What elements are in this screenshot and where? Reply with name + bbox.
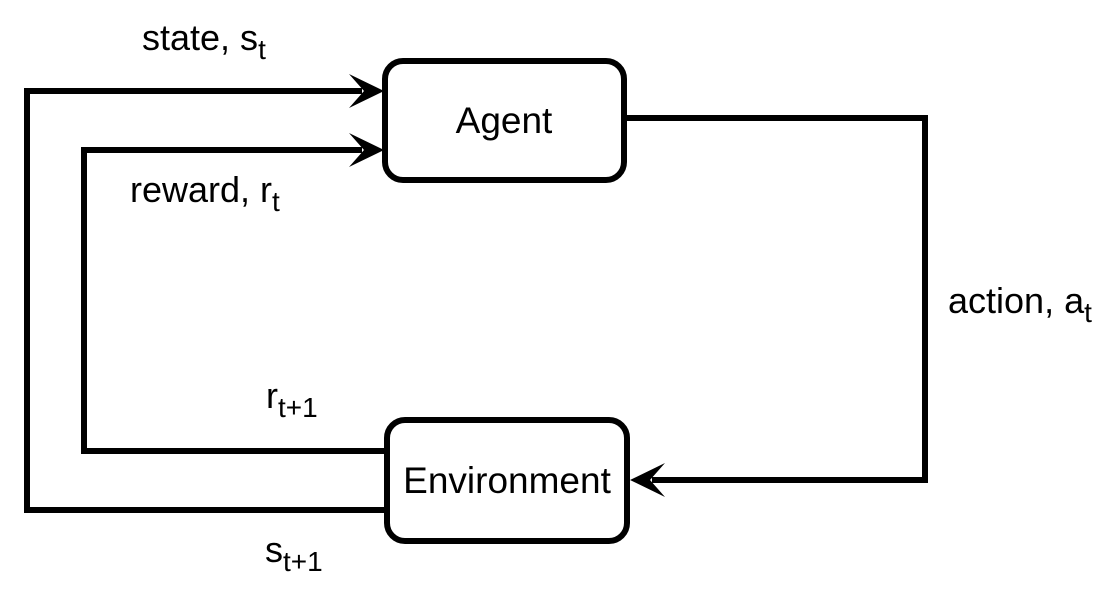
action-label-subscript: t [1084,297,1092,328]
action-arrowhead-icon [630,463,665,497]
agent-label: Agent [456,100,553,141]
agent-box [382,58,627,183]
state-edge-line [24,88,387,513]
next-state-label-text: s [265,529,283,570]
reward-edge-line [81,147,387,454]
reward-edge [81,133,387,454]
next-reward-label: rt+1 [266,375,318,423]
state-edge [24,74,387,513]
state-label: state, st [142,17,266,65]
reward-label-text: reward, r [130,169,272,210]
environment-label: Environment [403,460,611,501]
state-arrowhead-icon [349,74,384,108]
reward-label-subscript: t [272,186,280,217]
action-label: action, at [948,280,1092,328]
next-state-label: st+1 [265,529,323,577]
reward-label: reward, rt [130,169,280,217]
next-state-label-subscript: t+1 [283,546,323,577]
action-label-text: action, a [948,280,1085,321]
reward-arrowhead-icon [349,133,384,167]
state-label-text: state, s [142,17,258,58]
node-agent: Agent [382,58,627,183]
action-edge [624,115,928,497]
action-edge-line [624,115,928,483]
next-reward-label-subscript: t+1 [278,392,318,423]
state-label-subscript: t [258,34,266,65]
next-reward-label-text: r [266,375,278,416]
node-environment: Environment [384,417,630,544]
environment-box [384,417,630,544]
